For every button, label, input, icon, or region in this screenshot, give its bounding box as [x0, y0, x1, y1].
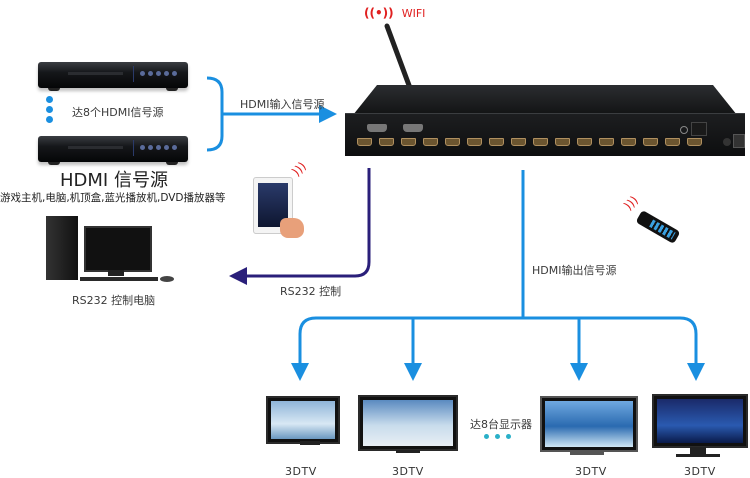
- pc-tower: [46, 216, 78, 280]
- source-subtitle: 游戏主机,电脑,机顶盒,蓝光播放机,DVD播放器等: [0, 192, 226, 204]
- output-branch: [298, 316, 698, 370]
- ir-led: [680, 126, 688, 134]
- rs232-arrow: [229, 168, 371, 285]
- pc-label: RS232 控制电脑: [72, 294, 156, 307]
- source-count-label: 达8个HDMI信号源: [72, 106, 164, 119]
- display-label: 3DTV: [285, 465, 317, 478]
- ellipsis-dot: [46, 96, 53, 103]
- ellipsis-dot: [484, 434, 489, 439]
- rs232-port-2: [403, 124, 423, 132]
- antenna: [384, 23, 413, 91]
- ellipsis-dot: [506, 434, 511, 439]
- display-label: 3DTV: [684, 465, 716, 478]
- matrix-switch: [345, 113, 745, 156]
- pc-monitor: [84, 226, 152, 272]
- tv-stand: [300, 441, 320, 445]
- source-title: HDMI 信号源: [60, 170, 168, 191]
- power-switch[interactable]: [691, 122, 707, 136]
- source-bracket: [206, 76, 224, 152]
- ellipsis-dot: [495, 434, 500, 439]
- pc-monitor-stand: [108, 270, 124, 276]
- display-2: [358, 395, 458, 451]
- mouse: [160, 276, 174, 282]
- tv-stand: [690, 447, 706, 455]
- tv-stand: [396, 450, 420, 453]
- display-label: 3DTV: [392, 465, 424, 478]
- ellipsis-dot: [46, 106, 53, 113]
- display-label: 3DTV: [575, 465, 607, 478]
- matrix-switch-top: [353, 85, 737, 115]
- keyboard: [80, 277, 158, 281]
- ir-out-port: [723, 138, 731, 146]
- display-3: [540, 396, 638, 452]
- hdmi-source-device-1: [38, 62, 188, 91]
- tv-stand: [570, 451, 604, 455]
- ellipsis-dot: [46, 116, 53, 123]
- tv-stand: [676, 454, 720, 457]
- rs232-arrow-label: RS232 控制: [280, 285, 342, 298]
- output-arrow-label: HDMI输出信号源: [532, 264, 617, 277]
- hdmi-source-device-2: [38, 136, 188, 165]
- display-4: [652, 394, 748, 448]
- input-arrow-label: HDMI输入信号源: [240, 98, 325, 111]
- dc-power-port: [733, 134, 745, 148]
- rs232-port-1: [367, 124, 387, 132]
- wifi-indicator: ((•)) WIFI: [364, 2, 425, 21]
- hand: [280, 218, 304, 238]
- display-count-label: 达8台显示器: [470, 418, 532, 431]
- wifi-label: WIFI: [401, 7, 426, 20]
- wifi-signal-icon: ((•)): [364, 6, 394, 20]
- display-1: [266, 396, 340, 444]
